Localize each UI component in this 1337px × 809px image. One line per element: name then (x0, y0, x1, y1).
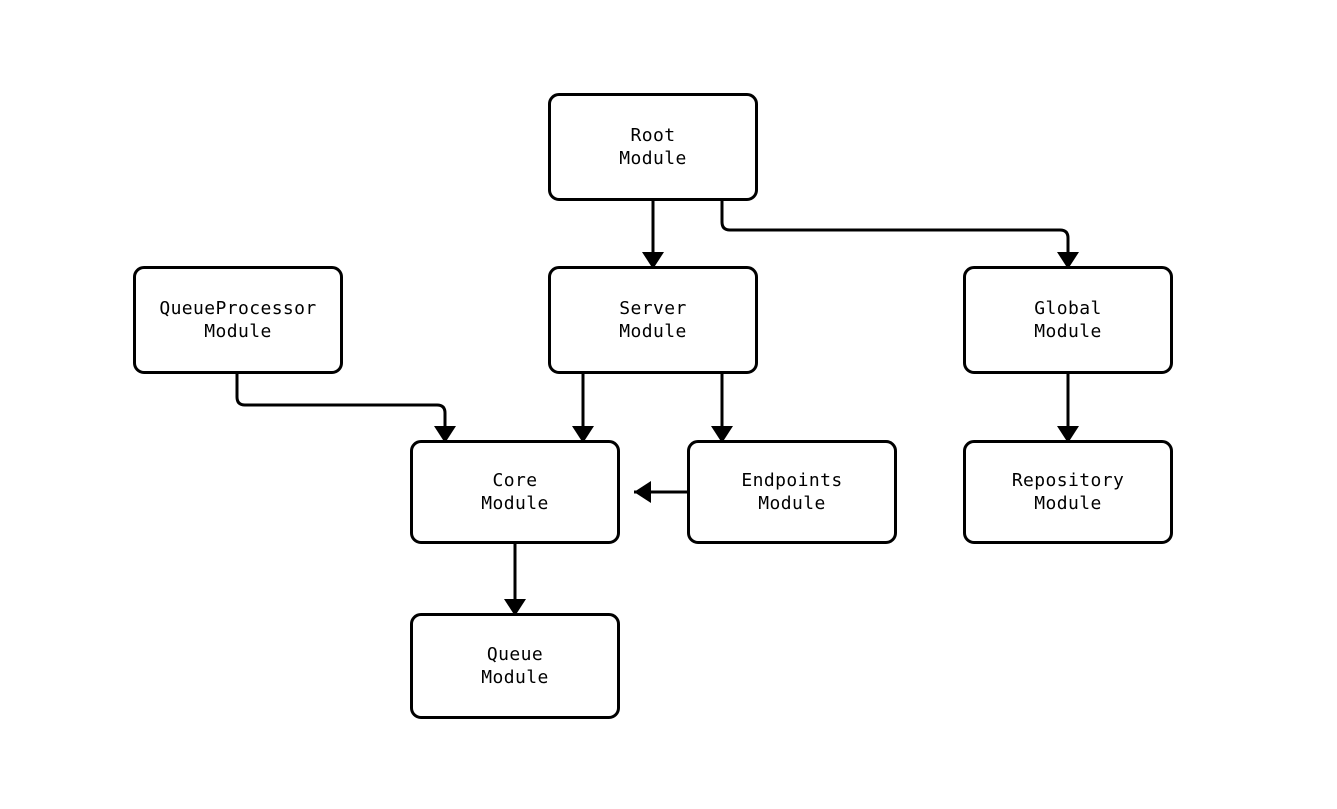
node-queue-module-line2: Module (481, 667, 549, 688)
node-core-module-line1: Core (492, 470, 538, 491)
node-repository-module-line2: Module (1034, 493, 1102, 514)
node-server-module-line1: Server (619, 298, 687, 319)
node-root-module-line2: Module (619, 148, 687, 169)
node-global-module-line1: Global (1034, 298, 1102, 319)
edge-root-to-global (720, 201, 1070, 252)
node-repository-module[interactable]: Repository Module (963, 440, 1173, 544)
node-queueprocessor-module[interactable]: QueueProcessor Module (133, 266, 343, 374)
node-global-module[interactable]: Global Module (963, 266, 1173, 374)
node-core-module-line2: Module (481, 493, 549, 514)
node-endpoints-module[interactable]: Endpoints Module (687, 440, 897, 544)
node-root-module[interactable]: Root Module (548, 93, 758, 201)
node-endpoints-module-line1: Endpoints (741, 470, 843, 491)
edge-queueprocessor-to-core (235, 374, 447, 426)
node-core-module[interactable]: Core Module (410, 440, 620, 544)
arrowhead-endpoints-to-core (634, 481, 651, 503)
node-queueprocessor-module-line2: Module (204, 321, 272, 342)
node-queueprocessor-module-line1: QueueProcessor (159, 298, 317, 319)
node-global-module-line2: Module (1034, 321, 1102, 342)
node-server-module[interactable]: Server Module (548, 266, 758, 374)
node-server-module-line2: Module (619, 321, 687, 342)
node-root-module-line1: Root (630, 125, 676, 146)
node-queue-module[interactable]: Queue Module (410, 613, 620, 719)
node-queue-module-line1: Queue (486, 644, 544, 665)
node-endpoints-module-line2: Module (758, 493, 826, 514)
node-repository-module-line1: Repository (1011, 470, 1125, 491)
